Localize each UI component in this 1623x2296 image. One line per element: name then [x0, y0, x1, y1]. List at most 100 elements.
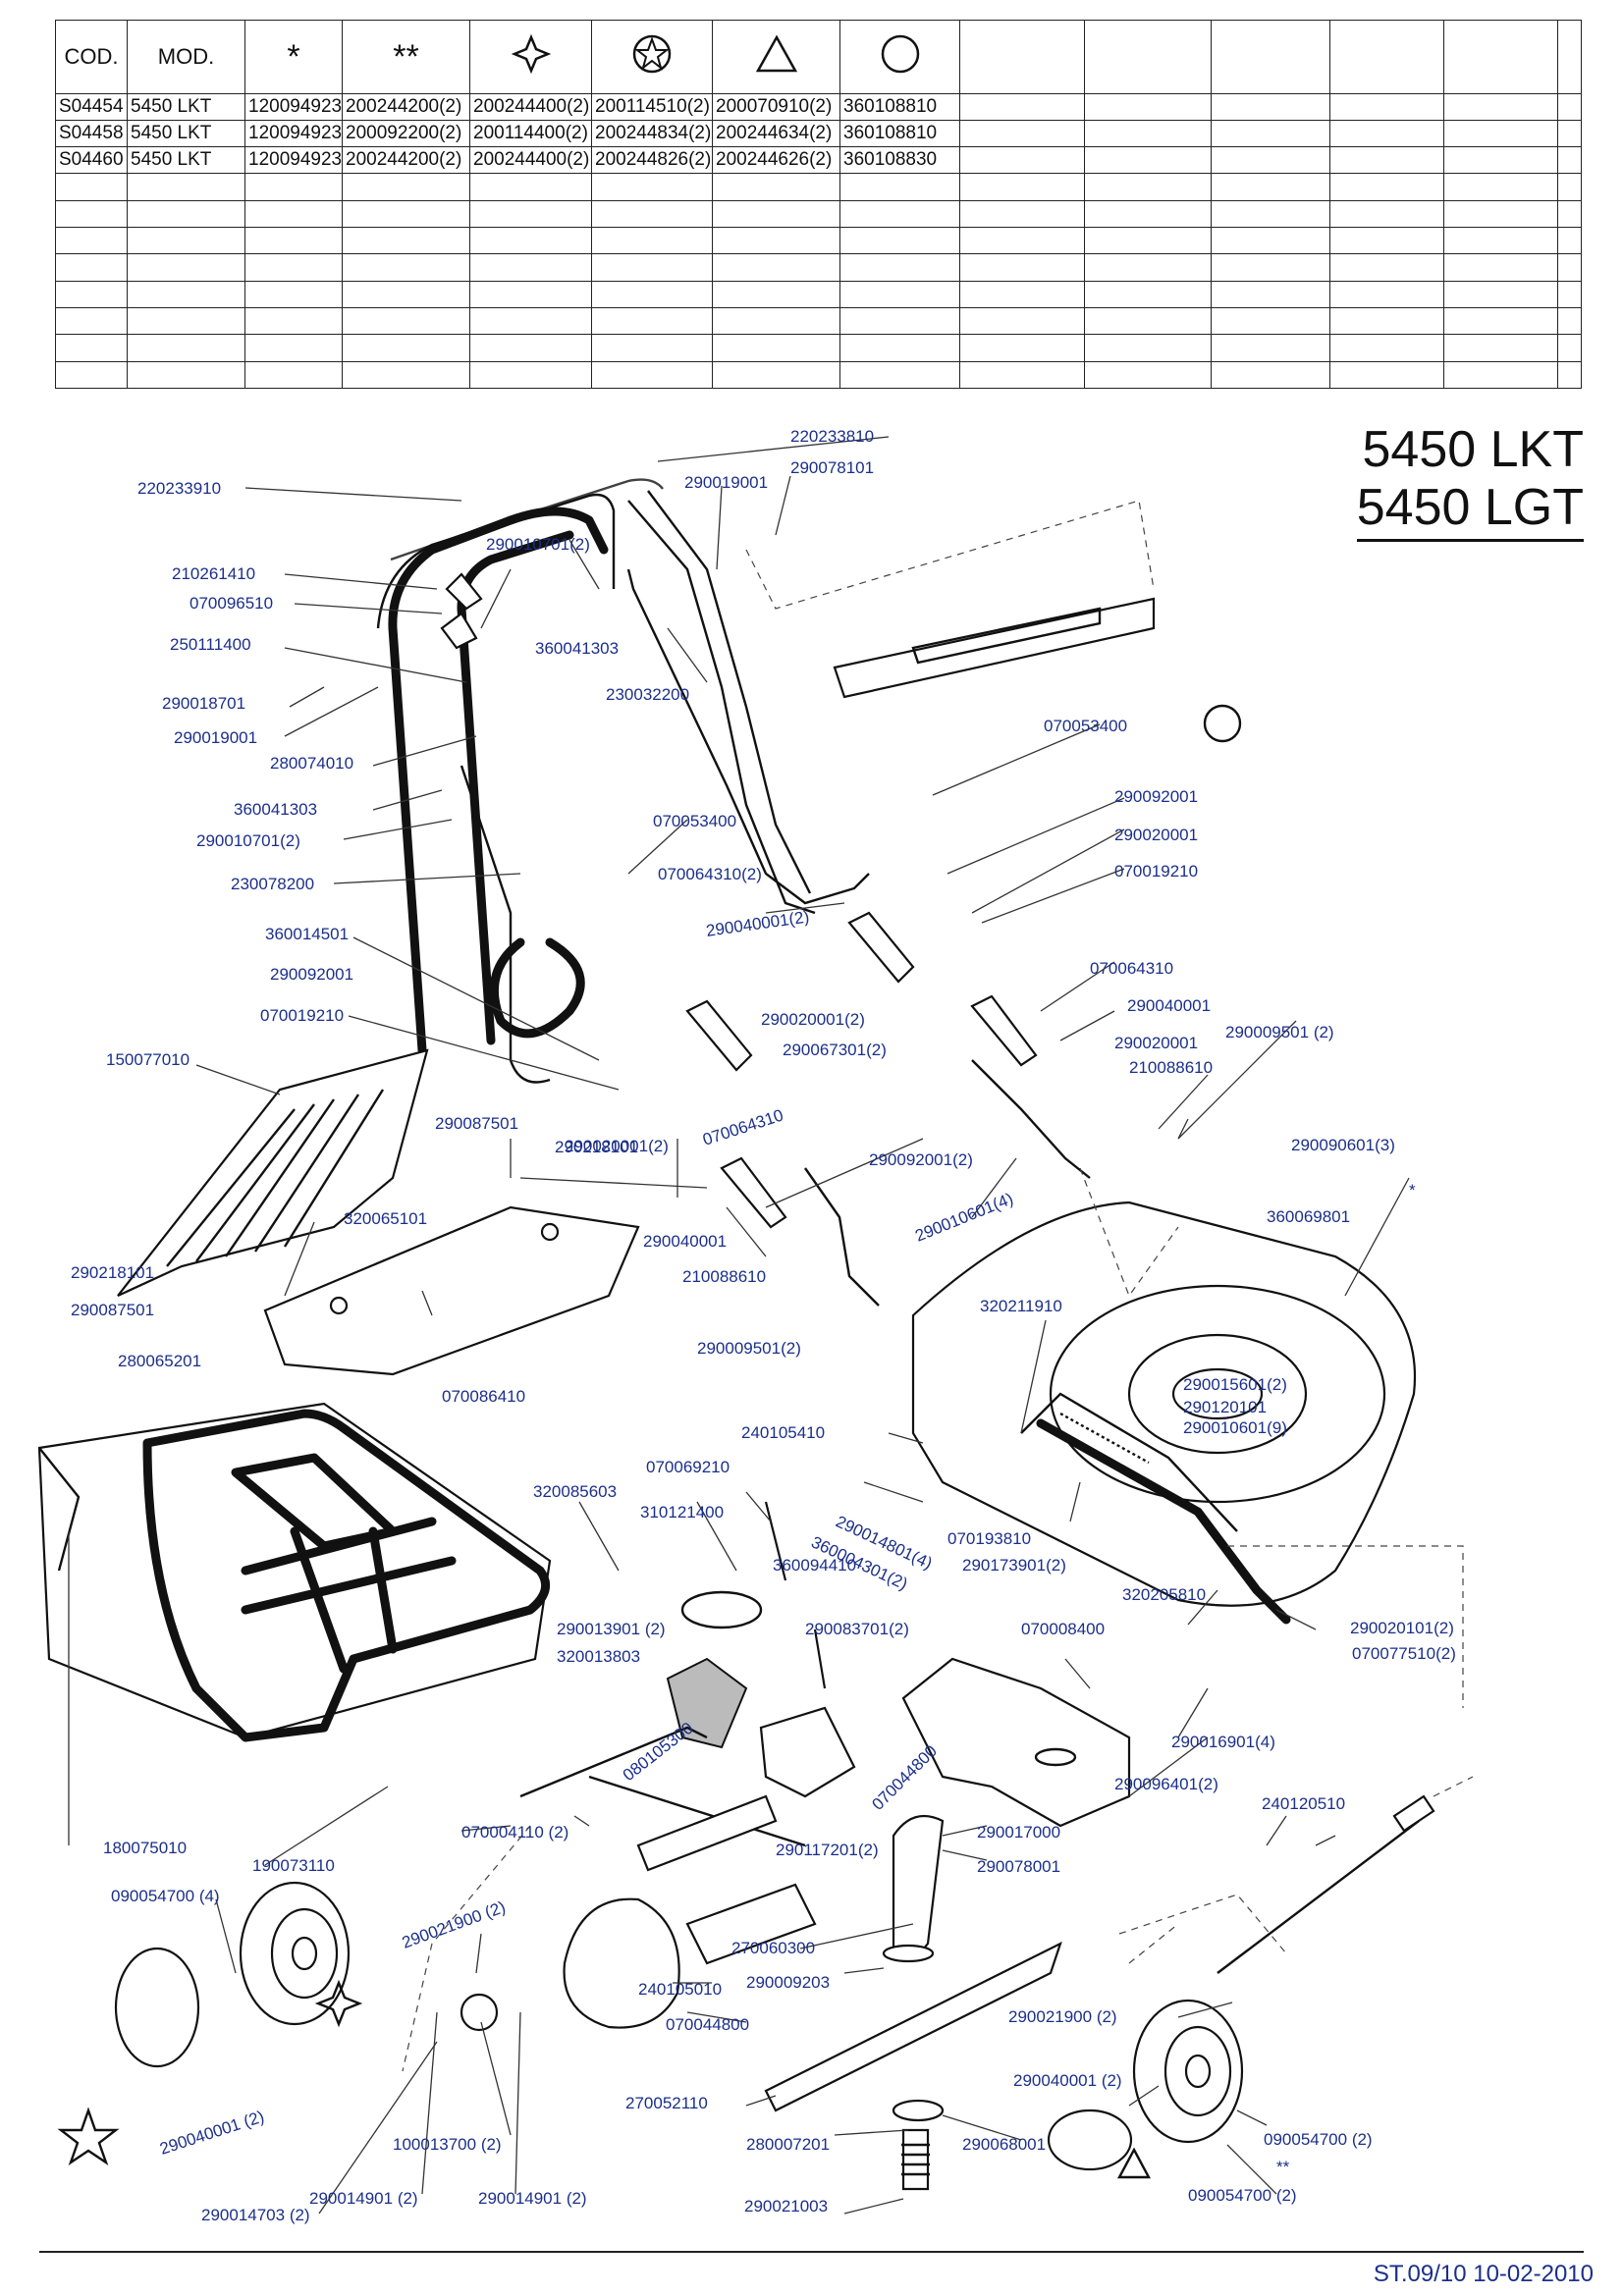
wheel-right	[1047, 1999, 1244, 2171]
part-label: 270052110	[625, 2094, 708, 2112]
part-label: 290092001	[1114, 787, 1198, 806]
col-header-cod: COD.	[55, 20, 128, 94]
part-label: 290096401(2)	[1114, 1775, 1218, 1793]
part-label: 220233810	[790, 427, 874, 446]
part-label: 070008400	[1021, 1620, 1105, 1638]
part-label: 290117201(2)	[776, 1841, 879, 1859]
part-label: 290020001	[1114, 826, 1198, 844]
part-label: 070044800	[666, 2015, 749, 2034]
circle-icon	[1203, 704, 1242, 743]
model-subtitle: 5450 LGT	[1356, 478, 1584, 542]
model-title: 5450 LKT	[1362, 421, 1585, 478]
part-label: 290067301(2)	[783, 1041, 887, 1059]
part-label: 290014703 (2)	[201, 2206, 310, 2224]
part-label: 070044800	[868, 1741, 941, 1814]
part-label: 290021003	[744, 2197, 828, 2216]
part-label: 290020001(2)	[761, 1010, 865, 1029]
part-label: 210088610	[682, 1267, 766, 1286]
part-label: 290040001 (2)	[1013, 2071, 1122, 2090]
part-label: 290013901 (2)	[557, 1620, 666, 1638]
handle-assembly	[376, 478, 1156, 1307]
part-label: 290010701(2)	[196, 831, 300, 850]
part-label: 070193810	[947, 1529, 1031, 1548]
part-label: 290040001	[643, 1232, 727, 1251]
part-label: 250111400	[170, 635, 251, 654]
part-label: 290120101	[1183, 1398, 1267, 1416]
part-label: 320085603	[533, 1482, 617, 1501]
leader-lines	[68, 436, 1410, 2215]
part-label: 280065201	[118, 1352, 201, 1370]
part-label: 240120510	[1262, 1794, 1345, 1813]
part-label: 240105010	[638, 1980, 722, 1999]
part-label: 180075010	[103, 1839, 187, 1857]
part-label: 310121400	[640, 1503, 724, 1522]
part-label: 090054700 (4)	[111, 1887, 220, 1905]
part-label: 220233910	[137, 479, 221, 498]
part-label: 230078200	[231, 875, 314, 893]
part-label: 290009203	[746, 1973, 830, 1992]
col-header-double-asterisk: **	[342, 20, 470, 94]
circle-icon	[881, 34, 919, 74]
part-label: 320211910	[980, 1297, 1062, 1315]
star-in-circle-icon	[632, 34, 672, 74]
part-label: 280007201	[746, 2135, 830, 2154]
part-label: 070053400	[1044, 717, 1127, 735]
part-label: 210088610	[1129, 1058, 1213, 1077]
part-label: 100013700 (2)	[393, 2135, 502, 2154]
part-label: 290087501	[71, 1301, 154, 1319]
footer-rule	[39, 2251, 1584, 2253]
col-header-triangle	[712, 20, 840, 94]
part-label: 290009501 (2)	[1225, 1023, 1334, 1041]
part-label: 290014901 (2)	[478, 2189, 587, 2208]
part-label: 070077510(2)	[1352, 1644, 1456, 1663]
part-label: 070064310	[1090, 959, 1173, 978]
height-adjust-rod	[1128, 1776, 1474, 1974]
part-label: 290173901(2)	[962, 1556, 1066, 1575]
part-label: 290014901 (2)	[309, 2189, 418, 2208]
part-label: 090054700 (2)	[1264, 2130, 1373, 2149]
part-label: 290078101	[790, 458, 874, 477]
part-label: 360041303	[535, 639, 619, 658]
triangle-icon	[755, 34, 797, 73]
part-label: 290218101	[555, 1138, 638, 1156]
part-label: 290010601(9)	[1183, 1418, 1287, 1437]
dashed-guides	[402, 500, 1464, 2072]
col-header-mod: MOD.	[127, 20, 245, 94]
blade-bracket	[901, 1657, 1131, 1828]
table-header-row: COD. MOD. * **	[55, 20, 1582, 94]
wheel-left	[114, 1881, 499, 2068]
part-label: 240105410	[741, 1423, 825, 1442]
table-row-empty	[55, 306, 1582, 336]
part-label: 290090601(3)	[1291, 1136, 1395, 1154]
part-label: 360041303	[234, 800, 317, 819]
rear-axle-assembly	[563, 1794, 817, 2029]
part-label: 290087501	[435, 1114, 518, 1133]
part-label: 360014501	[265, 925, 349, 943]
asterisk-marker: *	[1409, 1181, 1416, 1200]
part-label: 090054700 (2)	[1188, 2186, 1297, 2205]
part-label: 070096510	[189, 594, 273, 613]
part-label: 290017000	[977, 1823, 1060, 1842]
part-label: 290083701(2)	[805, 1620, 909, 1638]
part-label: 290009501(2)	[697, 1339, 801, 1358]
footer-reference: ST.09/10 10-02-2010	[1373, 2261, 1594, 2287]
grass-catcher-bag	[37, 1402, 552, 1742]
part-label: 070004110 (2)	[461, 1823, 568, 1842]
reference-symbols: * **	[57, 704, 1416, 2179]
part-label: 290010701(2)	[486, 535, 590, 554]
part-label: 290040001	[1127, 996, 1211, 1015]
part-label: 290020001	[1114, 1034, 1198, 1052]
part-label: 360094410	[773, 1556, 856, 1575]
table-row-empty	[55, 173, 1582, 201]
mower-deck	[911, 1201, 1417, 1625]
part-label: 320205810	[1122, 1585, 1206, 1604]
star-icon	[57, 2107, 120, 2165]
part-label: 070086410	[442, 1387, 525, 1406]
part-label: 320013803	[557, 1647, 640, 1666]
col-header-star-circle	[591, 20, 713, 94]
part-label: 290018701	[162, 694, 245, 713]
part-label: 290078001	[977, 1857, 1060, 1876]
